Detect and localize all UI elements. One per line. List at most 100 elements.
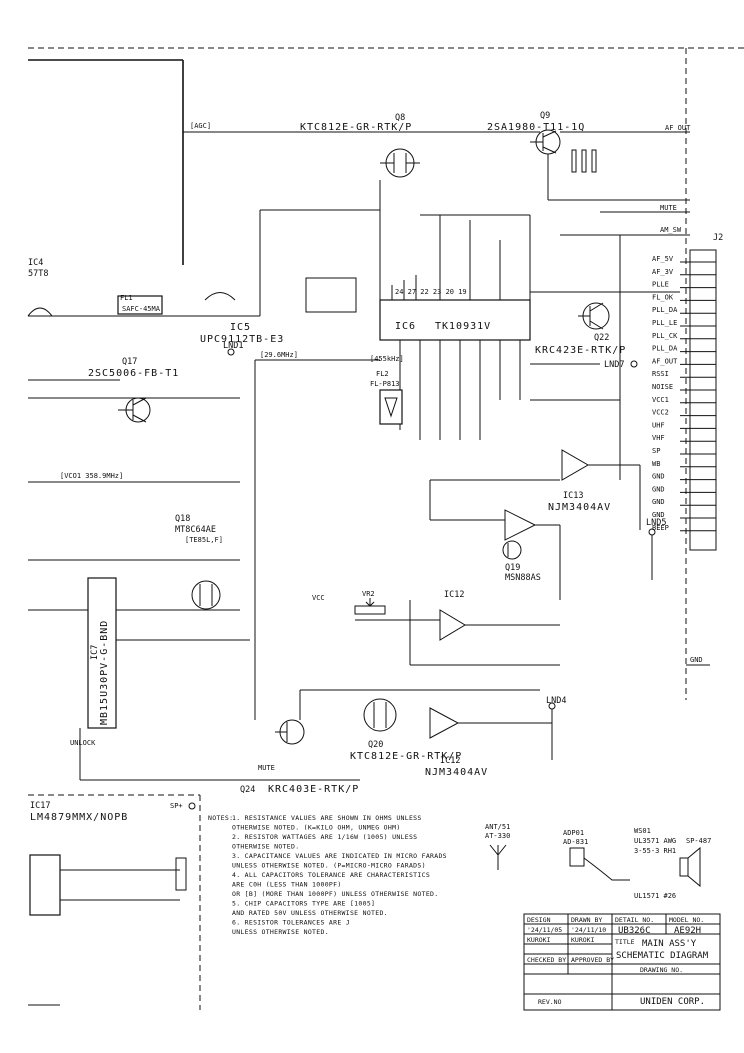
q20-part: KTC812E-GR-RTK/P <box>350 751 462 762</box>
note-line: OTHERWISE NOTED. <box>232 843 299 851</box>
ic7-chip <box>87 577 117 729</box>
ic5-body <box>204 292 236 301</box>
connector-pins: AF_5VAF_3VPLLEFL_OKPLL_DAPLL_LEPLL_CKPLL… <box>652 255 716 532</box>
ic17-part: LM4879MMX/NOPB <box>30 812 128 823</box>
tb-design: DESIGN <box>527 916 551 924</box>
connector-pin-label: PLL_DA <box>652 345 678 353</box>
note-line: 2. RESISTOR WATTAGES ARE 1/16W (1005) UN… <box>232 833 417 841</box>
connector-pin-label: PLL_DA <box>652 306 678 314</box>
q8-part: KTC812E-GR-RTK/P <box>300 122 412 133</box>
ic6-part: TK10931V <box>435 321 491 332</box>
crystal-box <box>305 277 357 313</box>
fl1-label: FL1 <box>120 294 133 302</box>
wire-length: 3-55-3 RH1 <box>634 847 676 855</box>
adapter-symbol <box>569 847 630 881</box>
ic6-leads <box>391 215 521 440</box>
opamp-ic12-c <box>429 707 460 739</box>
connector-pin-label: PLL_CK <box>652 332 678 340</box>
ic12-part: NJM3404AV <box>425 767 488 778</box>
note-line: 6. RESISTOR TOLERANCES ARE J <box>232 919 350 927</box>
connector-pin-label: VCC2 <box>652 409 669 417</box>
tb-detail-no: UB326C <box>618 926 651 936</box>
q20-transistor <box>363 698 397 732</box>
connector-pin-label: AF_3V <box>652 268 674 276</box>
tb-approved: KUROKI <box>527 936 551 944</box>
fl1-part: SAFC-45MA <box>122 305 161 313</box>
q18-sub: [TE85L,F] <box>185 536 223 544</box>
wire2-label: UL1571 #26 <box>634 892 676 900</box>
lnd1-point <box>227 348 235 356</box>
ic12-label: IC12 <box>440 756 460 766</box>
ws01-label: WS01 <box>634 827 651 835</box>
ic4-body <box>27 307 53 317</box>
adapter-part: AD-831 <box>563 838 588 846</box>
lnd4-label: LND4 <box>546 696 566 706</box>
connector-pin-label: PLL_LE <box>652 319 677 327</box>
connector-pin-label: SP <box>652 447 660 455</box>
q9-label: Q9 <box>540 111 550 121</box>
ic6-chip <box>379 299 531 341</box>
tb-checked: CHECKED BY <box>527 956 566 964</box>
tb-model: MODEL NO. <box>669 916 704 924</box>
note-line: OR [B] (MORE THAN 1000PF) UNLESS OTHERWI… <box>232 890 438 898</box>
ic5-part: UPC9112TB-E3 <box>200 334 284 345</box>
lnd7-point <box>630 360 638 368</box>
note-line: 4. ALL CAPACITORS TOLERANCE ARE CHARACTE… <box>232 871 430 879</box>
q22-part: KRC423E-RTK/P <box>535 345 626 356</box>
af-out-label: AF_OUT <box>665 124 691 132</box>
tb-date1: '24/11/05 <box>527 926 562 934</box>
mute-label: MUTE <box>660 204 677 212</box>
speaker-symbol <box>679 846 701 888</box>
tb-detail: DETAIL NO. <box>615 916 654 924</box>
note-line: 1. RESISTANCE VALUES ARE SHOWN IN OHMS U… <box>232 814 422 822</box>
tb-title2: SCHEMATIC DIAGRAM <box>616 951 709 961</box>
note-line: AND RATED 50V UNLESS OTHERWISE NOTED. <box>232 909 388 917</box>
q8-label: Q8 <box>395 113 405 123</box>
connector-pin-label: RSSI <box>652 370 669 378</box>
ic17-label: IC17 <box>30 801 50 811</box>
q24-part: KRC403E-RTK/P <box>268 784 359 795</box>
note-line: 3. CAPACITANCE VALUES ARE INDICATED IN M… <box>232 852 447 860</box>
q18-label: Q18 <box>175 514 190 524</box>
lnd5-label: LND5 <box>646 518 666 528</box>
q17-part: 2SC5006-FB-T1 <box>88 368 179 379</box>
tb-rev: REV.NO <box>538 998 562 1006</box>
connector-pin-label: GND <box>652 511 665 519</box>
opamp-ic12-b <box>439 609 466 641</box>
speaker-jack <box>175 857 187 891</box>
adapter-label: ADP01 <box>563 829 584 837</box>
q22-transistor <box>578 302 610 330</box>
q22-label: Q22 <box>594 333 609 343</box>
connector-pin-label: GND <box>652 485 665 493</box>
note-line: ARE C0H (LESS THAN 1000PF) <box>232 881 342 889</box>
q24-transistor <box>275 719 305 745</box>
q19-transistor <box>502 540 522 560</box>
q18-part: MT8C64AE <box>175 525 216 535</box>
connector-pin-label: VCC1 <box>652 396 669 404</box>
q20-label: Q20 <box>368 740 383 750</box>
connector-pin-label: WB <box>652 460 660 468</box>
antenna-part: AT-330 <box>485 832 510 840</box>
vcc-label: VCC <box>312 594 325 602</box>
connector-pin-label: FL_OK <box>652 293 674 301</box>
tb-drawing-no: DRAWING NO. <box>640 966 683 974</box>
q19-label: Q19 <box>505 563 520 573</box>
connector-pin-label: UHF <box>652 421 665 429</box>
fl1-filter <box>117 295 163 315</box>
ic7-label: IC7 <box>90 645 100 660</box>
ic13-label: IC13 <box>563 491 583 501</box>
speaker-part: SP-487 <box>686 837 711 845</box>
ic6-label: IC6 <box>395 321 416 332</box>
resistor-bank-q9 <box>547 149 690 201</box>
tb-company: UNIDEN CORP. <box>640 997 705 1007</box>
connector-pin-label: VHF <box>652 434 665 442</box>
q9-transistor <box>530 129 561 155</box>
ic4-label: IC4 <box>28 258 43 268</box>
fl2-part: FL-P813 <box>370 380 400 388</box>
ic6-pins: 24 27 22 23 20 19 <box>395 288 467 296</box>
connector-pin-label: PLLE <box>652 281 669 289</box>
fl2-filter <box>379 389 403 425</box>
ic12-top-label: IC12 <box>444 590 464 600</box>
q18-transistor <box>191 580 221 610</box>
